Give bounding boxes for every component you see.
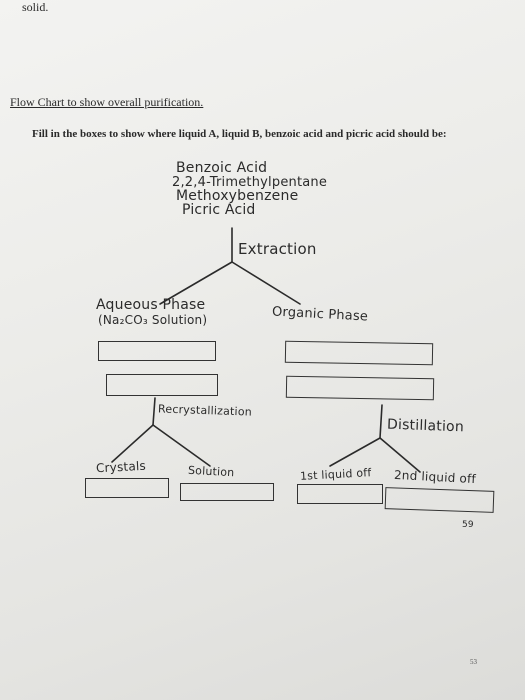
compound-benzoic-acid: Benzoic Acid xyxy=(176,160,268,176)
crystals-answer-box[interactable] xyxy=(85,478,169,498)
page-number: 53 xyxy=(470,658,477,666)
branch-line-solution xyxy=(152,424,211,467)
branch-line-second-liquid xyxy=(379,437,421,473)
instruction-text: Fill in the boxes to show where liquid A… xyxy=(32,128,447,140)
recrystallization-stem-line xyxy=(152,397,156,426)
solution-answer-box[interactable] xyxy=(180,483,274,501)
branch-line-crystals xyxy=(111,424,154,463)
aqueous-answer-box-1[interactable] xyxy=(98,341,216,361)
compound-picric-acid: Picric Acid xyxy=(182,202,256,218)
extraction-label: Extraction xyxy=(238,240,317,258)
branch-line-organic xyxy=(231,261,301,305)
aqueous-phase-sublabel: (Na₂CO₃ Solution) xyxy=(98,313,208,327)
first-liquid-answer-box[interactable] xyxy=(297,484,383,504)
solution-label: Solution xyxy=(187,463,235,480)
compound-trimethylpentane: 2,2,4-Trimethylpentane xyxy=(172,175,328,190)
distillation-stem-line xyxy=(379,404,383,439)
second-liquid-answer-box[interactable] xyxy=(384,487,495,513)
page-title: Flow Chart to show overall purification. xyxy=(10,95,204,109)
aqueous-phase-label: Aqueous Phase xyxy=(96,297,206,313)
crystals-label: Crystals xyxy=(95,458,147,476)
aqueous-answer-box-2[interactable] xyxy=(106,374,218,396)
organic-answer-box-2[interactable] xyxy=(285,375,435,401)
distillation-label: Distillation xyxy=(386,416,465,436)
branch-line-aqueous xyxy=(159,261,233,305)
organic-answer-box-1[interactable] xyxy=(284,340,434,366)
compound-methoxybenzene: Methoxybenzene xyxy=(176,188,299,204)
top-text: solid. xyxy=(22,0,49,14)
branch-line-first-liquid xyxy=(329,437,381,467)
handwritten-page-number: 59 xyxy=(462,520,474,530)
